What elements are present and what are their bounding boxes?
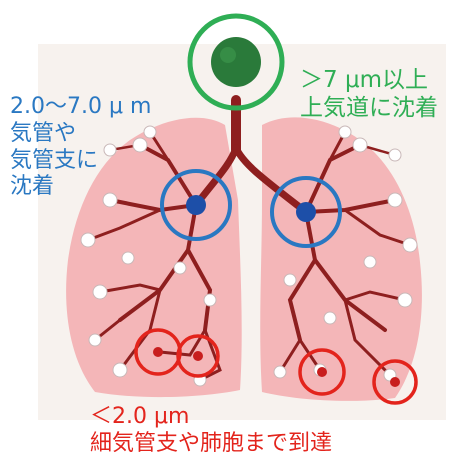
medium-particle-left bbox=[186, 195, 206, 215]
medium-particle-right bbox=[296, 202, 316, 222]
medium-particle-deposition-3: 沈着 bbox=[10, 174, 151, 201]
large-particle-highlight bbox=[220, 47, 236, 63]
small-particle-label: ＜2.0 μm 細気管支や肺胞まで到達 bbox=[90, 404, 332, 458]
medium-particle-label: 2.0〜7.0 μ m 気管や 気管支に 沈着 bbox=[10, 94, 151, 201]
small-particle-size: ＜2.0 μm bbox=[90, 404, 332, 431]
large-particle-label: ＞7 μm以上 上気道に沈着 bbox=[300, 66, 438, 122]
medium-particle-deposition-2: 気管支に bbox=[10, 148, 151, 175]
large-particle-deposition: 上気道に沈着 bbox=[300, 94, 438, 122]
medium-particle-size: 2.0〜7.0 μ m bbox=[10, 94, 151, 121]
large-particle bbox=[211, 37, 261, 87]
medium-particle-deposition-1: 気管や bbox=[10, 121, 151, 148]
large-particle-size: ＞7 μm以上 bbox=[300, 66, 438, 94]
small-particle-deposition: 細気管支や肺胞まで到達 bbox=[90, 431, 332, 458]
